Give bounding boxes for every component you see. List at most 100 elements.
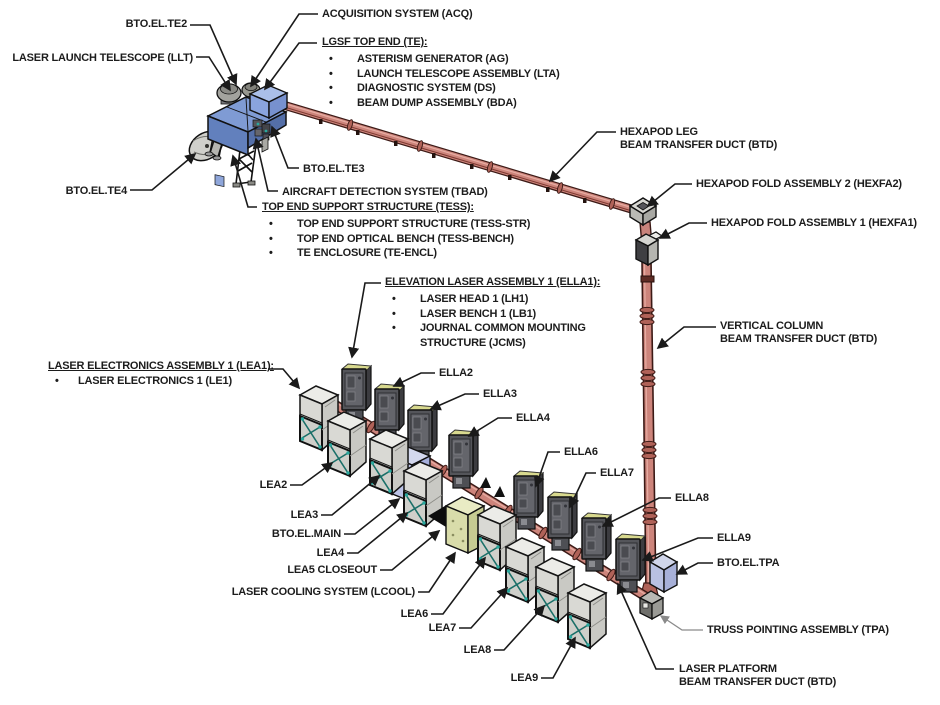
leader-ella9 [641, 537, 713, 562]
label-ella9: ELLA9 [717, 532, 751, 544]
label-lea9: LEA9 [510, 672, 539, 684]
label-ella7: ELLA7 [600, 467, 634, 479]
leader-lea3 [321, 474, 381, 516]
leader-laser-platform [616, 582, 674, 670]
label-hexfa1: HEXAPOD FOLD ASSEMBLY 1 (HEXFA1) [711, 217, 917, 229]
label-laser-platform: LASER PLATFORM BEAM TRANSFER DUCT (BTD) [679, 663, 836, 689]
top-end-item: BEAM DUMP ASSEMBLY (BDA) [322, 96, 560, 111]
label-bto-el-te4: BTO.EL.TE4 [65, 185, 128, 197]
ella1-heading: ELEVATION LASER ASSEMBLY 1 (ELLA1): [385, 276, 601, 288]
leader-tpa [659, 615, 703, 631]
label-lcool: LASER COOLING SYSTEM (LCOOL) [231, 586, 415, 598]
label-lea3: LEA3 [290, 509, 319, 521]
bto-el-tpa-box [648, 553, 679, 594]
leader-ella7 [568, 472, 596, 509]
label-vertical-column: VERTICAL COLUMN BEAM TRANSFER DUCT (BTD) [720, 320, 877, 346]
label-lea6: LEA6 [400, 608, 429, 620]
label-lea8: LEA8 [463, 644, 492, 656]
top-end-item: LAUNCH TELESCOPE ASSEMBLY (LTA) [322, 67, 560, 82]
leader-ella4 [467, 417, 512, 437]
leader-hexfa2 [646, 183, 692, 208]
label-hexapod-leg-line2: BEAM TRANSFER DUCT (BTD) [620, 139, 778, 151]
ella1-item: LASER BENCH 1 (LB1) [385, 307, 630, 322]
leader-top-end [264, 42, 317, 91]
tess-item: TOP END OPTICAL BENCH (TESS-BENCH) [262, 232, 530, 247]
label-vertical-column-line1: VERTICAL COLUMN [720, 320, 824, 332]
label-lea7: LEA7 [428, 622, 457, 634]
ella1-block: ELEVATION LASER ASSEMBLY 1 (ELLA1): LASE… [385, 276, 630, 350]
label-llt: LASER LAUNCH TELESCOPE (LLT) [12, 52, 193, 64]
ella8-unit [581, 512, 612, 572]
ella4-unit [448, 429, 479, 489]
leader-bto-el-tpa [675, 562, 713, 575]
leader-lea4 [347, 511, 409, 554]
hexapod-fold-assembly-1 [634, 231, 664, 267]
duct-flag [494, 486, 505, 497]
lea-row [299, 385, 607, 649]
ella9-unit [615, 533, 646, 593]
leader-acq [250, 13, 318, 88]
tpa-box [638, 590, 665, 621]
lea2-unit [327, 411, 367, 477]
leader-vertical-column [656, 326, 716, 350]
lea3-unit [369, 429, 409, 495]
label-bto-el-main: BTO.EL.MAIN [271, 528, 341, 540]
tess-item: TOP END SUPPORT STRUCTURE (TESS-STR) [262, 217, 530, 232]
label-hexfa2: HEXAPOD FOLD ASSEMBLY 2 (HEXFA2) [696, 178, 902, 190]
label-lea2: LEA2 [259, 479, 288, 491]
label-laser-platform-line2: BEAM TRANSFER DUCT (BTD) [679, 676, 837, 688]
top-end-assembly [188, 82, 289, 188]
label-acq: ACQUISITION SYSTEM (ACQ) [322, 8, 473, 20]
lea1-block: LASER ELECTRONICS ASSEMBLY 1 (LEA1): LAS… [48, 360, 274, 389]
leader-tbad [252, 137, 278, 192]
label-bto-el-te3: BTO.EL.TE3 [303, 163, 365, 175]
label-tpa: TRUSS POINTING ASSEMBLY (TPA) [707, 624, 889, 636]
tess-item: TE ENCLOSURE (TE-ENCL) [262, 246, 530, 261]
label-lea4: LEA4 [316, 547, 345, 559]
label-lea5-closeout: LEA5 CLOSEOUT [287, 564, 377, 576]
leader-ella1 [348, 282, 381, 359]
leader-ella6 [533, 451, 560, 488]
leader-ella2 [392, 372, 435, 387]
leader-lcool [418, 551, 456, 593]
leader-lea1 [268, 368, 301, 390]
label-bto-el-te2: BTO.EL.TE2 [125, 18, 188, 30]
leader-lines [130, 13, 716, 679]
leader-tess [230, 154, 257, 208]
label-vertical-column-line2: BEAM TRANSFER DUCT (BTD) [720, 333, 878, 345]
acq-box [248, 84, 289, 120]
label-laser-platform-line1: LASER PLATFORM [679, 663, 777, 675]
tess-block: TOP END SUPPORT STRUCTURE (TESS): TOP EN… [262, 201, 530, 261]
top-end-item: DIAGNOSTIC SYSTEM (DS) [322, 81, 560, 96]
leader-lea5-closeout [380, 529, 441, 571]
label-ella4: ELLA4 [516, 412, 550, 424]
label-tbad: AIRCRAFT DETECTION SYSTEM (TBAD) [282, 186, 488, 198]
tess-heading: TOP END SUPPORT STRUCTURE (TESS): [262, 201, 474, 213]
leader-lea9 [541, 636, 576, 679]
label-ella8: ELLA8 [675, 492, 709, 504]
leader-llt [196, 56, 231, 92]
leader-bto-el-te2 [190, 24, 238, 86]
top-end-block: LGSF TOP END (TE): ASTERISM GENERATOR (A… [322, 36, 560, 110]
label-hexapod-leg: HEXAPOD LEG BEAM TRANSFER DUCT (BTD) [620, 126, 777, 152]
lea1-item: LASER ELECTRONICS 1 (LE1) [48, 374, 274, 389]
ella1-item: LASER HEAD 1 (LH1) [385, 292, 630, 307]
leader-ella8 [601, 497, 671, 527]
top-end-item: ASTERISM GENERATOR (AG) [322, 52, 560, 67]
label-bto-el-tpa: BTO.EL.TPA [717, 557, 780, 569]
leader-lea8 [494, 604, 546, 651]
label-hexapod-leg-line1: HEXAPOD LEG [620, 126, 698, 138]
ella1-item: JOURNAL COMMON MOUNTING STRUCTURE (JCMS) [385, 321, 630, 350]
leader-lea7 [459, 586, 509, 629]
lea1-heading: LASER ELECTRONICS ASSEMBLY 1 (LEA1): [48, 360, 274, 372]
hexapod-leg-duct [278, 99, 640, 216]
leader-hexapod-leg [548, 131, 616, 183]
label-ella2: ELLA2 [439, 367, 473, 379]
duct-flag [480, 477, 491, 488]
label-ella3: ELLA3 [483, 388, 517, 400]
leader-bto-el-main [344, 497, 401, 535]
leader-bto-el-te3 [270, 125, 299, 169]
top-end-heading: LGSF TOP END (TE): [322, 36, 428, 48]
